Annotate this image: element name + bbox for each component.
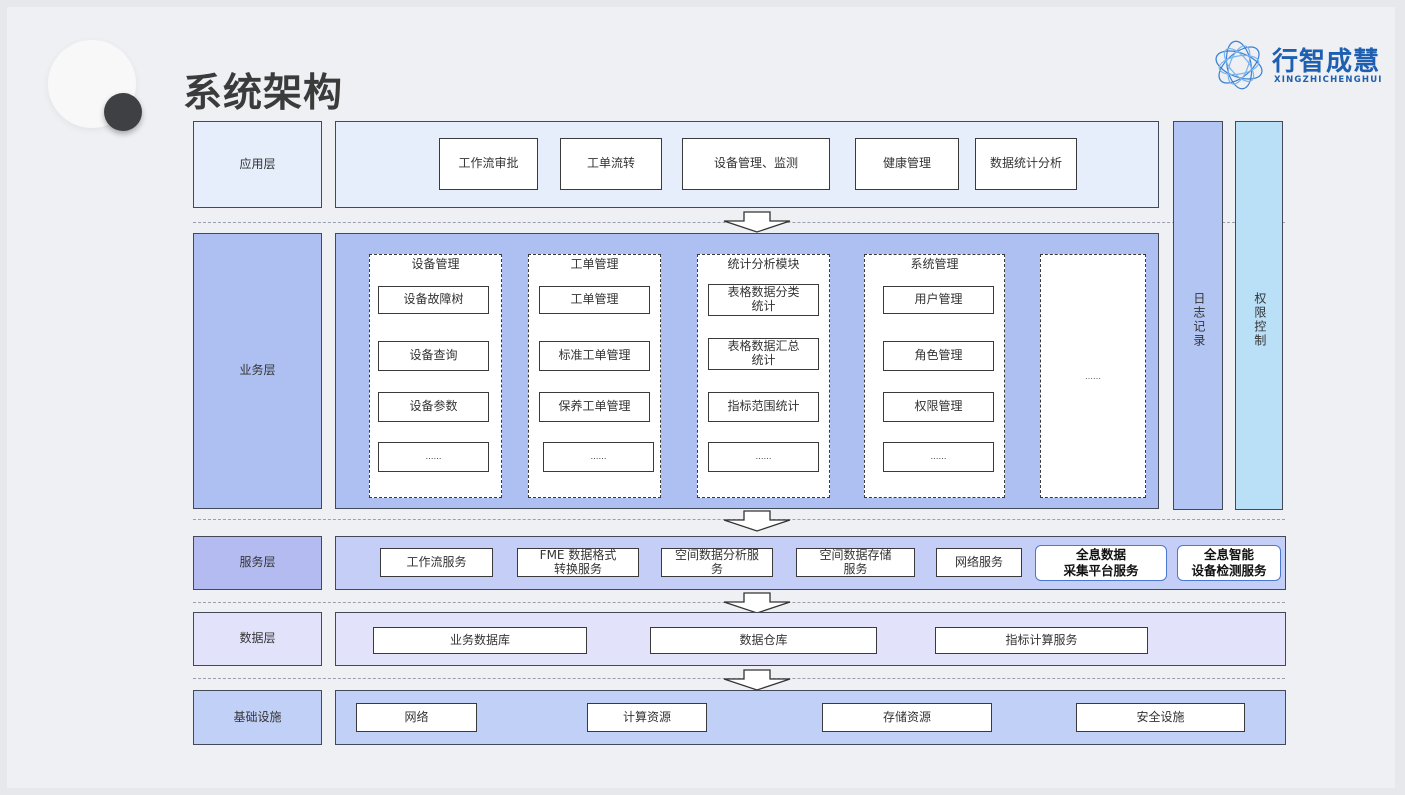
- module-item: 设备故障树: [378, 286, 489, 314]
- module-item: ……: [378, 442, 489, 472]
- logo-mark-icon: [1215, 40, 1263, 90]
- app-item: 工作流审批: [439, 138, 538, 190]
- module-item: 设备查询: [378, 341, 489, 371]
- module-item: 角色管理: [883, 341, 994, 371]
- service-highlight: 全息智能 设备检测服务: [1177, 545, 1281, 581]
- service-item: 网络服务: [936, 548, 1022, 577]
- module-item: 指标范围统计: [708, 392, 819, 422]
- module-title: 工单管理: [570, 257, 619, 271]
- app-item: 健康管理: [855, 138, 959, 190]
- app-item: 设备管理、监测: [682, 138, 830, 190]
- module-title: 系统管理: [910, 257, 959, 271]
- module-item: ……: [883, 442, 994, 472]
- service-item: 空间数据分析服 务: [661, 548, 773, 577]
- service-item: 空间数据存储 服务: [796, 548, 915, 577]
- service-highlight: 全息数据 采集平台服务: [1035, 545, 1167, 581]
- infra-item: 安全设施: [1076, 703, 1245, 732]
- module-title: 设备管理: [411, 257, 460, 271]
- app-item: 数据统计分析: [975, 138, 1077, 190]
- service-layer-label: 服务层: [193, 536, 322, 590]
- module-item: 表格数据分类 统计: [708, 284, 819, 316]
- infra-layer-label: 基础设施: [193, 690, 322, 745]
- module-more-ellipsis: ……: [1085, 371, 1101, 381]
- business-layer-label: 业务层: [193, 233, 322, 509]
- data-item: 数据仓库: [650, 627, 877, 654]
- business-layer-label-text: 业务层: [239, 363, 276, 378]
- data-item: 业务数据库: [373, 627, 587, 654]
- module-item: 权限管理: [883, 392, 994, 422]
- app-layer-label-text: 应用层: [239, 156, 276, 171]
- infra-item: 存储资源: [822, 703, 992, 732]
- logo-name: 行智成慧: [1272, 47, 1381, 77]
- infra-layer-label-text: 基础设施: [233, 709, 282, 724]
- decorative-dot: [104, 93, 142, 131]
- down-arrow-icon: [723, 592, 791, 614]
- app-layer-label: 应用层: [193, 121, 322, 208]
- data-layer-label: 数据层: [193, 612, 322, 666]
- permission-control-text: 权限控制: [1252, 292, 1267, 348]
- service-item: 工作流服务: [380, 548, 493, 577]
- down-arrow-icon: [723, 211, 791, 233]
- service-layer-label-text: 服务层: [239, 555, 276, 570]
- module-item: 保养工单管理: [539, 392, 650, 422]
- module-item: 用户管理: [883, 286, 994, 314]
- module-item: 工单管理: [539, 286, 650, 314]
- app-item: 工单流转: [560, 138, 662, 190]
- permission-control-bar: 权限控制: [1235, 121, 1283, 510]
- logo: 行智成慧 XINGZHICHENGHUI: [1210, 36, 1383, 96]
- module-item: ……: [708, 442, 819, 472]
- page-title: 系统架构: [183, 71, 344, 116]
- module-item: ……: [543, 442, 654, 472]
- infra-item: 计算资源: [587, 703, 707, 732]
- module-title: 统计分析模块: [727, 257, 800, 271]
- down-arrow-icon: [723, 510, 791, 532]
- module-item: 设备参数: [378, 392, 489, 422]
- data-layer-label-text: 数据层: [239, 631, 276, 646]
- module-item: 表格数据汇总 统计: [708, 338, 819, 370]
- log-record-bar: 日志记录: [1173, 121, 1223, 510]
- data-item: 指标计算服务: [935, 627, 1148, 654]
- logo-subtitle: XINGZHICHENGHUI: [1274, 75, 1383, 85]
- module-item: 标准工单管理: [539, 341, 650, 371]
- down-arrow-icon: [723, 669, 791, 691]
- module-more: ……: [1040, 254, 1146, 498]
- service-item: FME 数据格式 转换服务: [517, 548, 639, 577]
- log-record-text: 日志记录: [1191, 292, 1206, 348]
- infra-item: 网络: [356, 703, 477, 732]
